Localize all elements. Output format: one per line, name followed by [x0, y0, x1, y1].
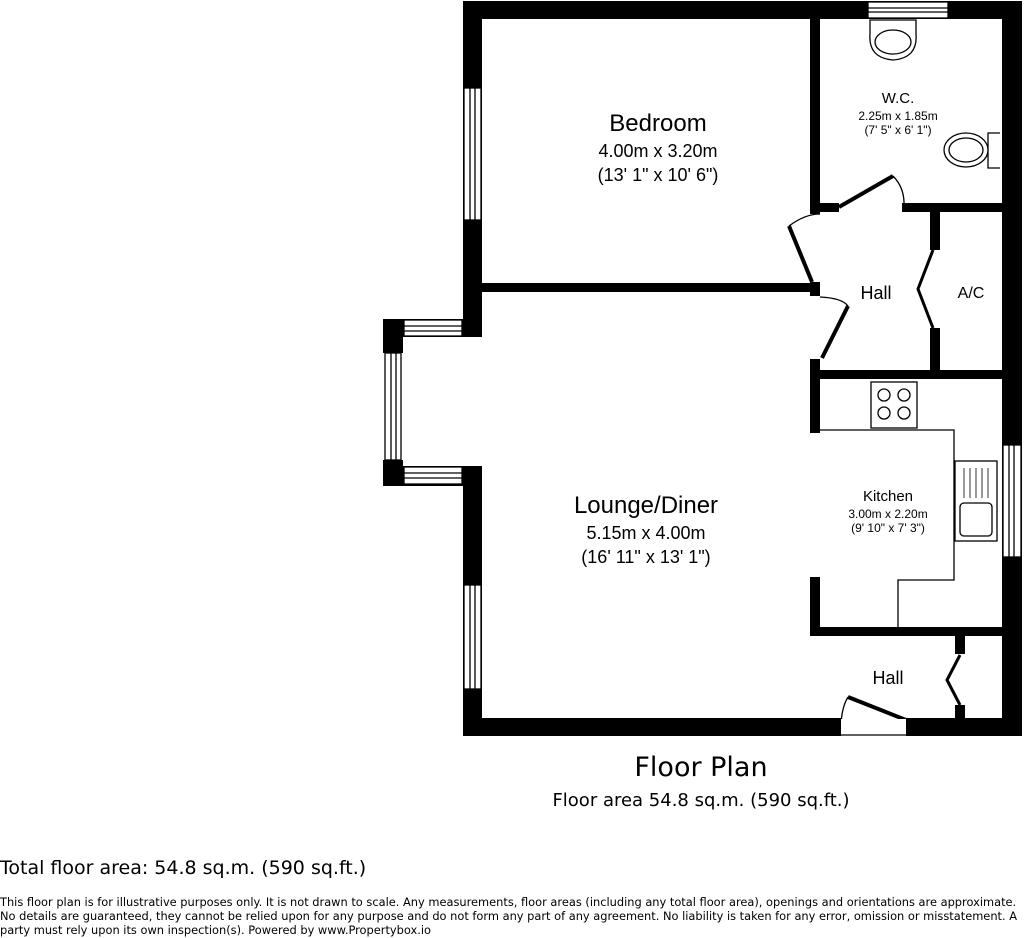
- window-bedroom: [463, 87, 482, 221]
- room-name-kitchen: Kitchen: [863, 488, 913, 505]
- room-name-hall-lower: Hall: [872, 668, 903, 688]
- door-ac: [916, 249, 935, 329]
- room-dims-imperial-bedroom: (13' 1" x 10' 6"): [598, 165, 719, 185]
- room-name-ac: A/C: [958, 285, 985, 302]
- basin-icon: [943, 132, 1000, 169]
- room-dims-imperial-lounge: (16' 11" x 13' 1"): [581, 547, 710, 567]
- sink-icon: [954, 460, 998, 542]
- door-bedroom: [787, 225, 814, 283]
- window-lounge: [463, 584, 482, 690]
- room-dims-imperial-wc: (7' 5" x 6' 1"): [864, 123, 931, 137]
- door-entrance: [847, 695, 907, 722]
- floor-plan: Bedroom 4.00m x 3.20m (13' 1" x 10' 6") …: [383, 1, 1022, 736]
- kitchen-counters: [820, 429, 955, 627]
- disclaimer-text: This floor plan is for illustrative purp…: [0, 895, 1018, 937]
- room-name-lounge: Lounge/Diner: [574, 492, 718, 519]
- window-bay-top: [403, 319, 463, 337]
- window-bay-left: [384, 352, 402, 461]
- interior-walls: [482, 14, 1002, 718]
- windows: [384, 1, 1022, 690]
- room-name-hall-upper: Hall: [860, 283, 891, 303]
- room-dims-wc: 2.25m x 1.85m: [858, 109, 937, 123]
- room-dims-bedroom: 4.00m x 3.20m: [598, 141, 717, 161]
- plan-floor-area: Floor area 54.8 sq.m. (590 sq.ft.): [552, 790, 850, 811]
- room-dims-imperial-kitchen: (9' 10" x 7' 3"): [851, 521, 925, 535]
- room-dims-kitchen: 3.00m x 2.20m: [848, 507, 927, 521]
- plan-title: Floor Plan: [634, 752, 768, 783]
- window-bay-bottom: [403, 466, 463, 485]
- door-lounge: [820, 305, 850, 359]
- total-floor-area: Total floor area: 54.8 sq.m. (590 sq.ft.…: [0, 857, 367, 879]
- hob-icon: [870, 381, 918, 429]
- window-kitchen: [1002, 444, 1022, 558]
- room-name-bedroom: Bedroom: [609, 110, 706, 137]
- window-wc: [867, 1, 949, 19]
- room-name-wc: W.C.: [882, 90, 915, 107]
- door-wc: [838, 174, 894, 209]
- doors: [787, 174, 962, 736]
- door-cupboard: [945, 654, 962, 706]
- room-dims-lounge: 5.15m x 4.00m: [586, 523, 705, 543]
- toilet-icon: [869, 19, 917, 61]
